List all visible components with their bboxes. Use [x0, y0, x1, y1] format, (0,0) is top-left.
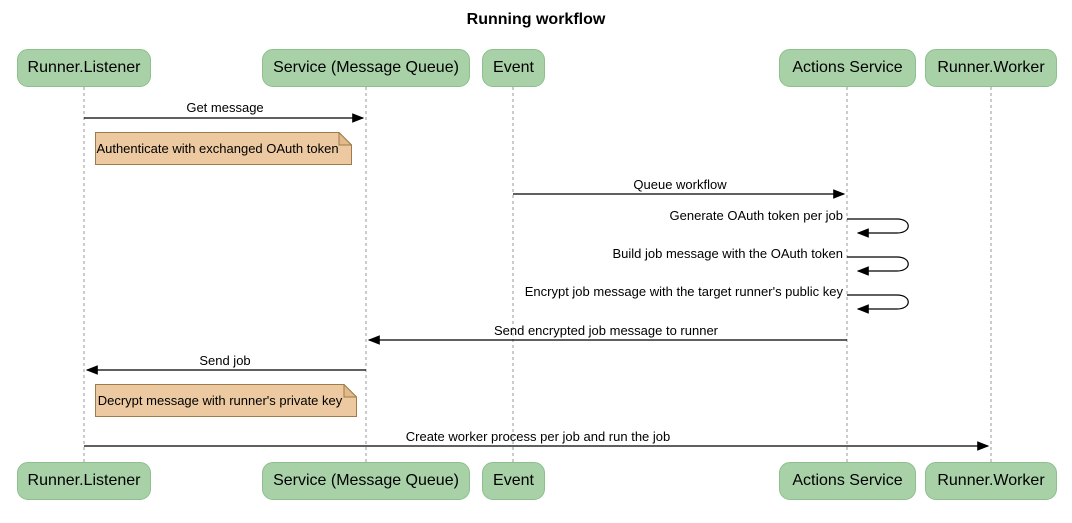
message-label-send-job: Send job — [199, 353, 251, 368]
actor-event-top: Event — [482, 49, 545, 87]
message-label-create-worker-process: Create worker process per job and run th… — [405, 429, 671, 444]
note-authenticate-oauth: Authenticate with exchanged OAuth token — [95, 131, 353, 165]
actor-runner-listener-top: Runner.Listener — [17, 49, 151, 87]
message-label-generate-oauth-token: Generate OAuth token per job — [669, 208, 843, 223]
arrow-self-build-job-message — [847, 256, 909, 276]
actor-runner-listener-bottom: Runner.Listener — [17, 462, 151, 500]
note-decrypt-private-key: Decrypt message with runner's private ke… — [95, 383, 358, 417]
note-shape — [95, 383, 358, 417]
actor-event-bottom: Event — [482, 462, 545, 500]
note-shape — [95, 131, 353, 165]
actor-actions-service-bottom: Actions Service — [779, 462, 916, 500]
actor-actions-service-top: Actions Service — [779, 49, 916, 87]
arrow-self-encrypt-job-message — [847, 294, 909, 314]
message-label-send-encrypted-job: Send encrypted job message to runner — [493, 323, 719, 338]
actor-service-message-queue-top: Service (Message Queue) — [262, 49, 470, 87]
actor-runner-worker-bottom: Runner.Worker — [925, 462, 1057, 500]
message-label-queue-workflow: Queue workflow — [633, 177, 727, 192]
actor-service-message-queue-bottom: Service (Message Queue) — [262, 462, 470, 500]
message-label-encrypt-job-message: Encrypt job message with the target runn… — [524, 284, 843, 299]
message-label-get-message: Get message — [186, 100, 264, 115]
note-label: Decrypt message with runner's private ke… — [97, 393, 343, 408]
message-label-build-job-message: Build job message with the OAuth token — [612, 246, 843, 261]
arrow-self-generate-oauth-token — [847, 218, 909, 238]
actor-runner-worker-top: Runner.Worker — [925, 49, 1057, 87]
note-label: Authenticate with exchanged OAuth token — [96, 141, 339, 156]
diagram-title: Running workflow — [466, 11, 606, 28]
